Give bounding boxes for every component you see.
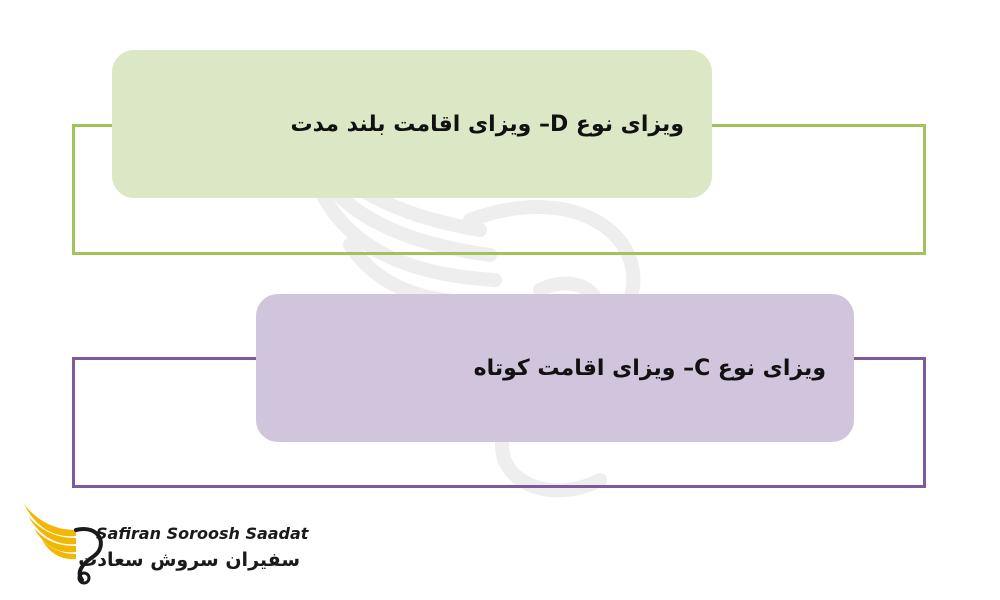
card-visa-c: ویزای نوع C– ویزای اقامت کوتاه bbox=[256, 294, 854, 442]
card-visa-d-label: ویزای نوع D– ویزای اقامت بلند مدت bbox=[290, 111, 684, 137]
card-visa-d: ویزای نوع D– ویزای اقامت بلند مدت bbox=[112, 50, 712, 198]
card-visa-c-label: ویزای نوع C– ویزای اقامت کوتاه bbox=[473, 355, 826, 381]
wing-logo-icon bbox=[24, 504, 103, 585]
logo-name-en: Safiran Soroosh Saadat bbox=[96, 524, 309, 543]
logo-name-fa: سفیران سروش سعادت bbox=[78, 549, 300, 571]
brand-logo: Safiran Soroosh Saadat سفیران سروش سعادت bbox=[18, 494, 308, 586]
